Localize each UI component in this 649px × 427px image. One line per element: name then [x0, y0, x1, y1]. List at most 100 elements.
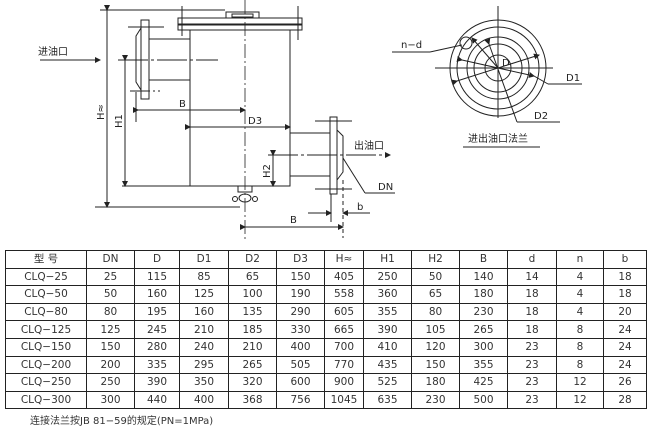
flange-d1-label: D1	[566, 73, 580, 84]
table-cell: 295	[179, 355, 229, 375]
table-cell: 105	[411, 320, 460, 339]
table-cell: 180	[459, 285, 508, 304]
flange-nd-label: n−d	[401, 40, 422, 51]
table-cell: 300	[86, 390, 135, 410]
table-cell: 558	[324, 285, 364, 304]
table-cell: 135	[228, 302, 277, 322]
table-cell: 265	[228, 355, 277, 375]
flange-view: n−d D D1 D2 进出油口法兰	[392, 6, 582, 148]
table-cell: 335	[134, 355, 180, 375]
table-cell: 635	[363, 390, 412, 410]
side-view: 进油口 出油口 DN H≈ H1 B D3 H2 B b	[38, 0, 395, 240]
table-cell: 150	[276, 267, 325, 287]
table-cell: CLQ−250	[5, 373, 87, 392]
table-cell: 355	[459, 355, 508, 375]
table-cell: 26	[603, 373, 647, 392]
table-cell: 18	[603, 285, 647, 304]
table-cell: 505	[276, 355, 325, 375]
table-cell: 180	[411, 373, 460, 392]
table-cell: 80	[86, 302, 135, 322]
table-cell: 440	[134, 390, 180, 410]
header-cell: H2	[411, 250, 460, 269]
table-cell: 12	[556, 390, 604, 410]
table-cell: CLQ−125	[5, 320, 87, 339]
flange-d2-label: D2	[534, 111, 548, 122]
dim-b-bottom-label: B	[290, 215, 297, 226]
table-cell: 4	[556, 302, 604, 322]
table-cell: 405	[324, 267, 364, 287]
table-cell: 160	[179, 302, 229, 322]
header-cell: H1	[363, 250, 412, 269]
table-cell: 525	[363, 373, 412, 392]
header-cell: D2	[228, 250, 277, 269]
table-cell: 150	[411, 355, 460, 375]
table-cell: 80	[411, 302, 460, 322]
table-cell: 355	[363, 302, 412, 322]
table-cell: 28	[603, 390, 647, 410]
dim-d3-label: D3	[248, 116, 262, 127]
table-cell: 390	[134, 373, 180, 392]
table-cell: 23	[507, 337, 557, 357]
table-cell: 350	[179, 373, 229, 392]
filter-drawing: 进油口 出油口 DN H≈ H1 B D3 H2 B b n−d D D1 D2…	[38, 0, 582, 240]
table-cell: 18	[603, 267, 647, 287]
header-cell: 型 号	[5, 250, 87, 269]
table-cell: 18	[507, 302, 557, 322]
table-cell: 360	[363, 285, 412, 304]
dim-h2-label: H2	[262, 164, 273, 178]
table-cell: 240	[179, 337, 229, 357]
table-cell: 125	[86, 320, 135, 339]
header-cell: DN	[86, 250, 135, 269]
table-cell: 24	[603, 337, 647, 357]
header-cell: b	[603, 250, 647, 269]
table-cell: 665	[324, 320, 364, 339]
header-cell: n	[556, 250, 604, 269]
table-cell: 150	[86, 337, 135, 357]
flange-d-label: D	[502, 58, 510, 69]
table-cell: 85	[179, 267, 229, 287]
table-cell: CLQ−25	[5, 267, 87, 287]
table-cell: 435	[363, 355, 412, 375]
table-cell: 120	[411, 337, 460, 357]
table-cell: 245	[134, 320, 180, 339]
inlet-label: 进油口	[38, 45, 68, 58]
table-cell: 4	[556, 267, 604, 287]
table-cell: 330	[276, 320, 325, 339]
dim-dn-label: DN	[378, 182, 393, 193]
table-cell: CLQ−80	[5, 302, 87, 322]
table-cell: 18	[507, 320, 557, 339]
table-cell: 50	[411, 267, 460, 287]
table-cell: 8	[556, 337, 604, 357]
table-cell: 12	[556, 373, 604, 392]
table-cell: 8	[556, 355, 604, 375]
table-cell: 770	[324, 355, 364, 375]
table-cell: 230	[411, 390, 460, 410]
dim-h-label: H≈	[96, 104, 107, 120]
table-cell: 756	[276, 390, 325, 410]
header-cell: D1	[179, 250, 229, 269]
table-cell: 125	[179, 285, 229, 304]
table-cell: 230	[459, 302, 508, 322]
table-cell: 290	[276, 302, 325, 322]
table-cell: 280	[134, 337, 180, 357]
dim-b-small-label: b	[357, 202, 363, 213]
table-cell: 368	[228, 390, 277, 410]
dim-b-top-label: B	[179, 99, 186, 110]
table-cell: 500	[459, 390, 508, 410]
table-cell: 190	[276, 285, 325, 304]
table-cell: 700	[324, 337, 364, 357]
table-cell: 600	[276, 373, 325, 392]
table-cell: 140	[459, 267, 508, 287]
dim-h1-label: H1	[114, 114, 125, 128]
table-cell: 185	[228, 320, 277, 339]
header-cell: B	[459, 250, 508, 269]
table-cell: 195	[134, 302, 180, 322]
flange-caption: 进出油口法兰	[468, 132, 528, 145]
